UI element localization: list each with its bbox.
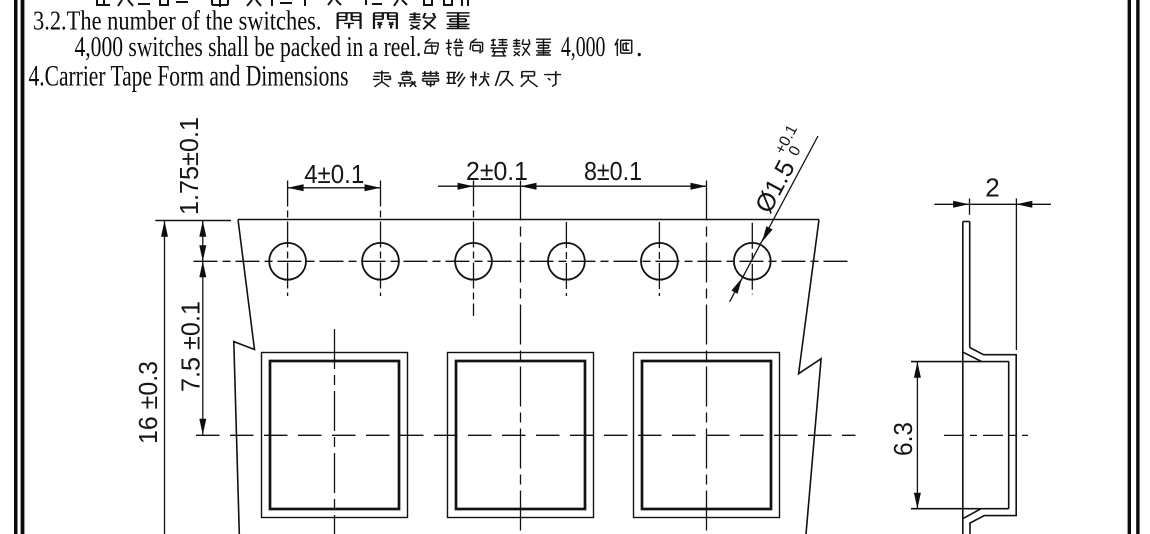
svg-text:0: 0	[786, 143, 805, 159]
svg-text:2±0.1: 2±0.1	[466, 156, 528, 186]
svg-text:Ø1.5: Ø1.5	[750, 156, 801, 218]
svg-text:2: 2	[985, 173, 999, 203]
svg-text:4±0.1: 4±0.1	[304, 159, 364, 189]
svg-text:8±0.1: 8±0.1	[584, 156, 642, 186]
svg-text:3.2.The number of the switches: 3.2.The number of the switches.	[33, 5, 322, 36]
svg-text:.: .	[636, 32, 643, 63]
svg-text:4.Carrier Tape Form and Dimens: 4.Carrier Tape Form and Dimensions	[29, 60, 349, 92]
svg-text:6.3: 6.3	[888, 422, 918, 456]
svg-text:7.5 ±0.1: 7.5 ±0.1	[175, 301, 205, 392]
svg-text:4,000: 4,000	[561, 32, 606, 63]
svg-text:16 ±0.3: 16 ±0.3	[133, 361, 163, 444]
svg-text:4,000 switches shall be packed: 4,000 switches shall be packed in a reel…	[75, 32, 422, 63]
svg-text:1.75±0.1: 1.75±0.1	[174, 117, 204, 215]
